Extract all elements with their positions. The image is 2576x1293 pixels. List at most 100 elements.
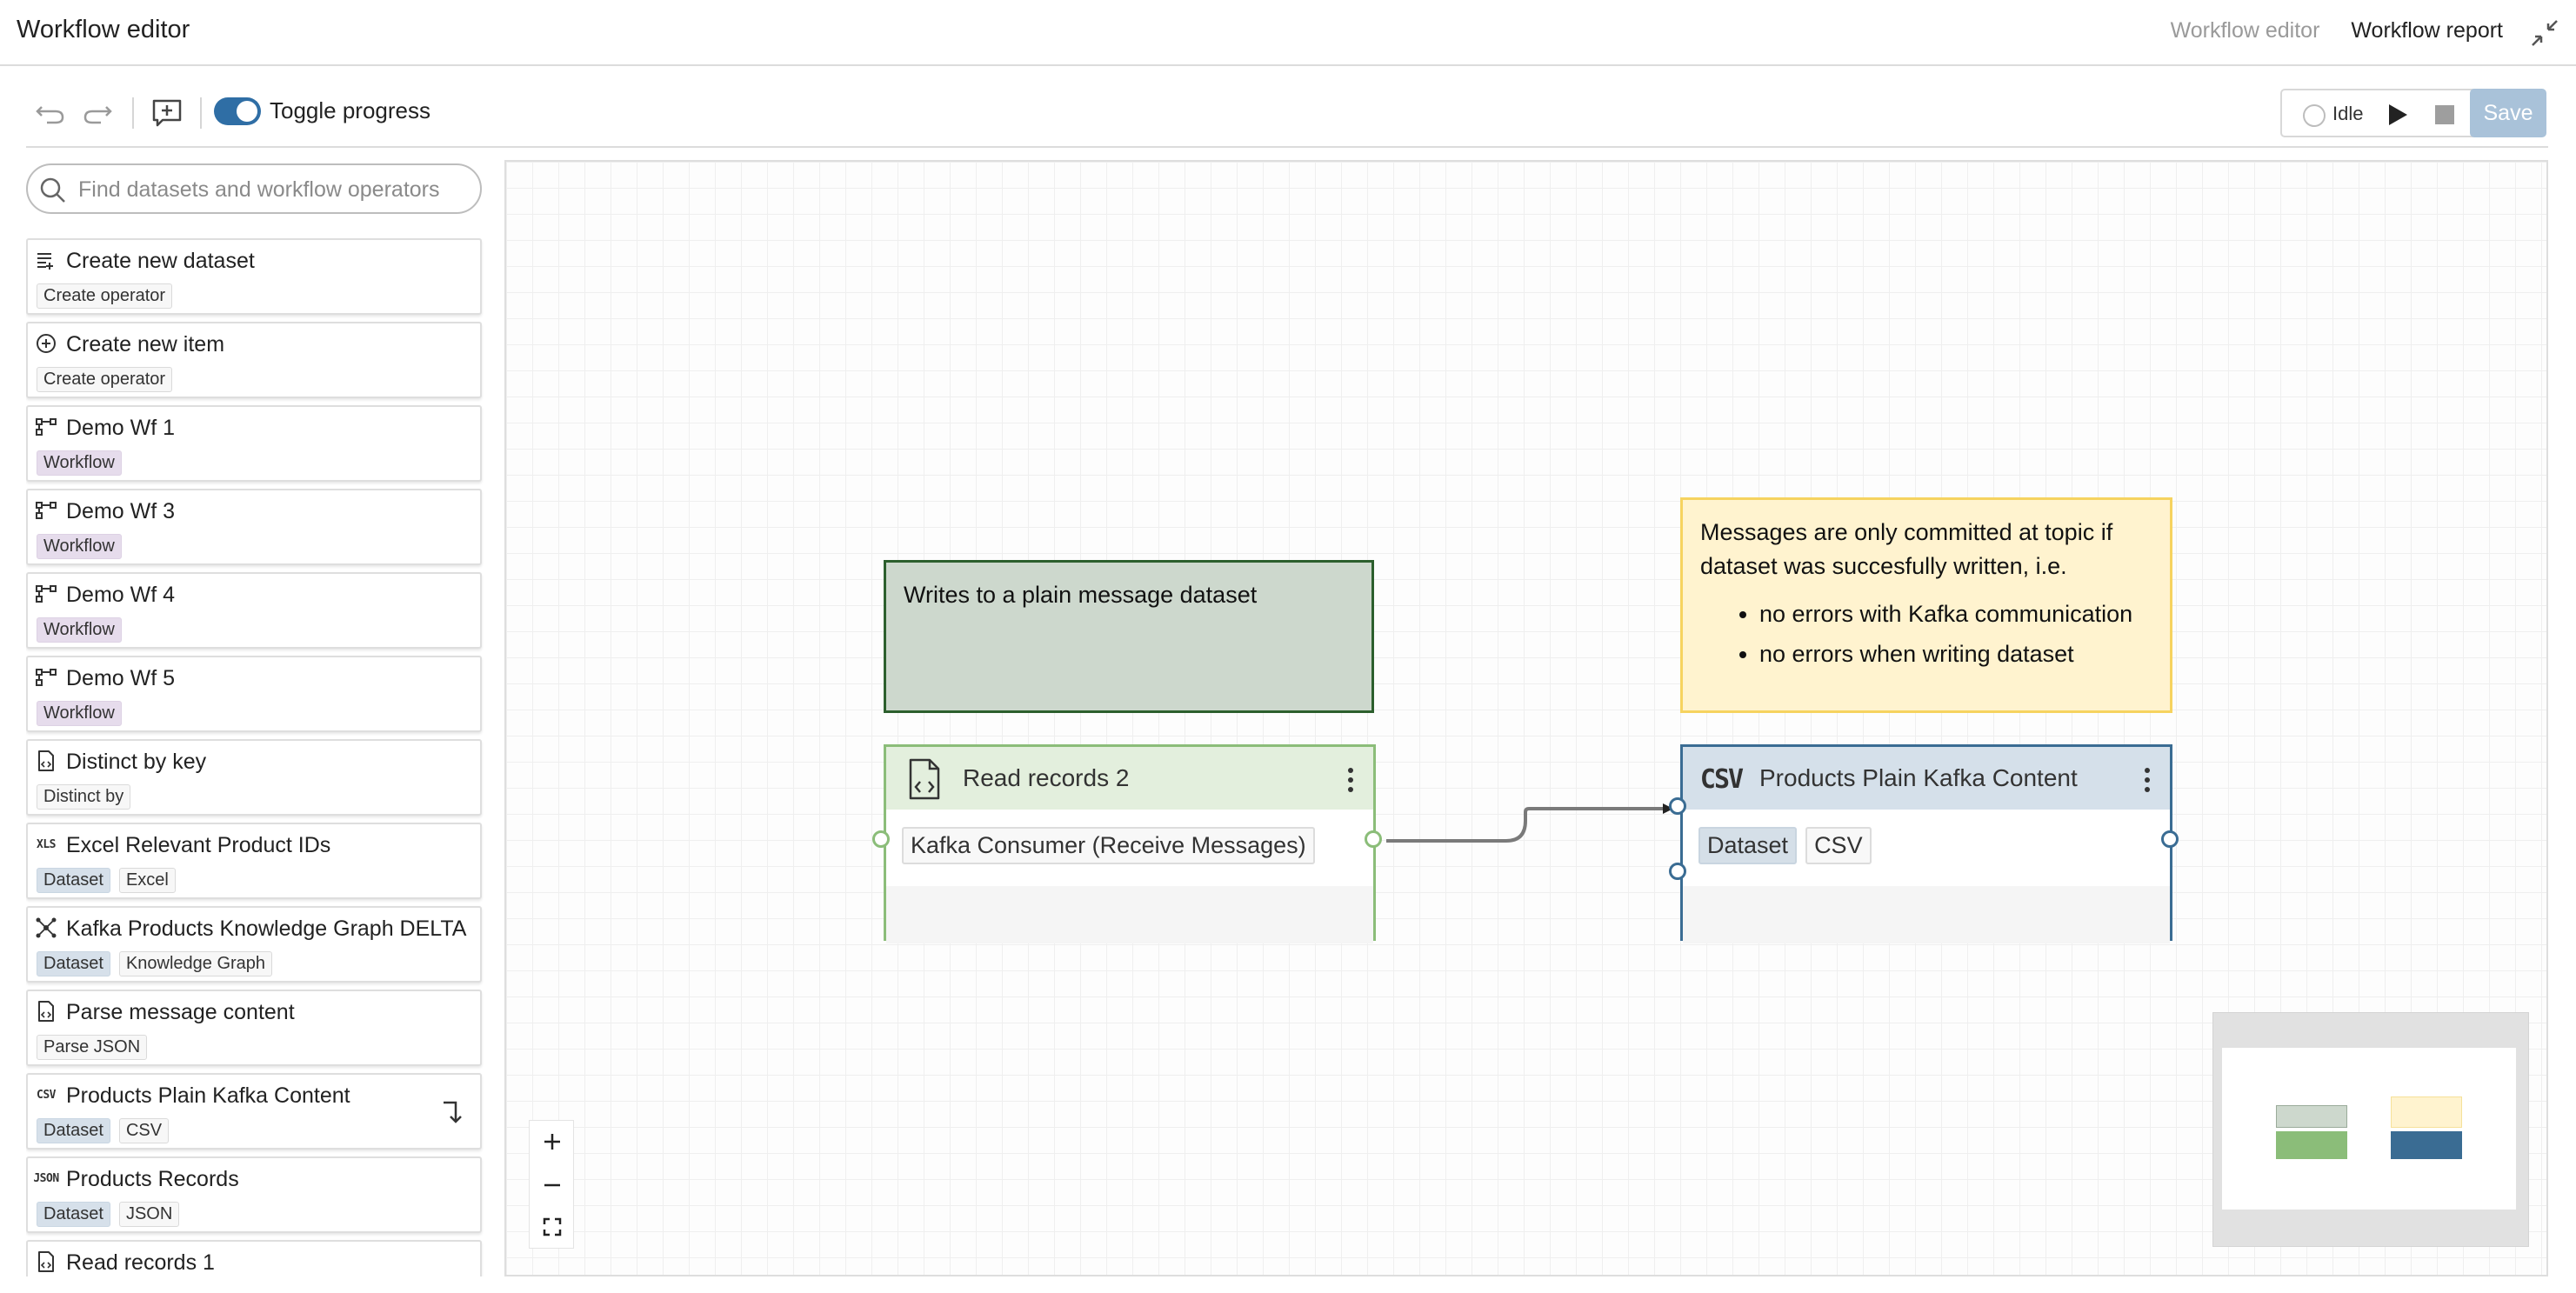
page-title: Workflow editor: [17, 16, 190, 43]
item-tag: Dataset: [37, 951, 110, 976]
undo-icon[interactable]: [31, 96, 70, 130]
redo-icon[interactable]: [78, 96, 117, 130]
minimap[interactable]: [2212, 1012, 2529, 1247]
list-item-title: Products Records: [66, 1167, 239, 1191]
workflow-canvas[interactable]: Writes to a plain message dataset Messag…: [504, 160, 2548, 1276]
file-code-icon: [35, 1250, 57, 1273]
item-tag: Parse JSON: [37, 1035, 148, 1060]
item-tag: Workflow: [37, 701, 122, 726]
fit-view-button[interactable]: [530, 1206, 575, 1248]
item-tag: Dataset: [37, 1118, 110, 1143]
list-item-tags: Workflow: [37, 701, 122, 726]
list-item-title: Distinct by key: [66, 750, 207, 774]
list-item-tags: Dataset CSV: [37, 1118, 170, 1143]
minimap-node-kafka: [2391, 1131, 2462, 1159]
nav-workflow-report[interactable]: Workflow report: [2351, 18, 2503, 43]
workflow-icon: [35, 499, 57, 522]
edge-read-to-kafka[interactable]: [1386, 803, 1673, 843]
node-footer: [1683, 886, 2170, 943]
workflow-icon: [35, 416, 57, 438]
progress-toggle[interactable]: [214, 97, 261, 125]
toggle-knob: [237, 101, 257, 122]
workflow-icon: [35, 666, 57, 689]
header-nav: Workflow editor Workflow report: [2171, 18, 2503, 43]
json-icon: JSON: [33, 1171, 59, 1185]
list-item-tags: Workflow: [37, 617, 122, 643]
node-read-records-2[interactable]: Read records 2 Kafka Consumer (Receive M…: [884, 744, 1376, 943]
list-item-title: Create new dataset: [66, 249, 255, 273]
bullet-item: no errors with Kafka communication: [1759, 594, 2152, 634]
minimap-node-read: [2276, 1131, 2347, 1159]
knowledge-graph-icon: [35, 916, 57, 939]
node-header: CSV Products Plain Kafka Content: [1683, 747, 2170, 810]
workflow-icon: [35, 583, 57, 605]
input-port[interactable]: [1669, 797, 1686, 815]
input-port[interactable]: [872, 830, 890, 848]
item-tag: Excel: [118, 868, 176, 893]
list-item-tags: Workflow: [37, 534, 122, 559]
list-item-tags: Create operator: [37, 367, 173, 392]
item-tag: Create operator: [37, 367, 173, 392]
toolbar-divider: [132, 97, 134, 129]
list-item[interactable]: Demo Wf 1 Workflow: [26, 405, 482, 482]
node-tag: CSV: [1805, 827, 1872, 864]
item-tag: Workflow: [37, 534, 122, 559]
node-title: Read records 2: [963, 764, 1130, 791]
list-item-title: Excel Relevant Product IDs: [66, 833, 331, 857]
sticky-note-yellow[interactable]: Messages are only committed at topic if …: [1680, 497, 2172, 713]
sticky-note-green[interactable]: Writes to a plain message dataset: [884, 560, 1374, 713]
bullet-item: no errors when writing dataset: [1759, 634, 2152, 674]
output-port[interactable]: [1365, 830, 1382, 848]
file-code-icon: [35, 1000, 57, 1023]
item-tag: Dataset: [37, 1202, 110, 1227]
list-item-tags: Distinct by: [37, 784, 131, 810]
search-input[interactable]: [78, 174, 470, 205]
list-item-title: Create new item: [66, 332, 225, 357]
nav-workflow-editor[interactable]: Workflow editor: [2170, 18, 2320, 43]
node-tag: Kafka Consumer (Receive Messages): [902, 827, 1315, 864]
minimap-viewport: [2222, 1048, 2516, 1210]
list-item[interactable]: Read records 1: [26, 1240, 482, 1276]
minimap-sticky-green: [2276, 1105, 2347, 1128]
node-header: Read records 2: [886, 747, 1373, 810]
zoom-in-button[interactable]: [530, 1121, 575, 1163]
list-item[interactable]: Demo Wf 3 Workflow: [26, 489, 482, 565]
save-button[interactable]: Save: [2470, 89, 2546, 137]
sticky-note-bullets: no errors with Kafka communication no er…: [1700, 594, 2152, 674]
node-products-plain-kafka-content[interactable]: CSV Products Plain Kafka Content Dataset…: [1680, 744, 2172, 943]
list-item[interactable]: Demo Wf 5 Workflow: [26, 656, 482, 732]
stop-button[interactable]: [2430, 101, 2459, 129]
list-item-title: Demo Wf 1: [66, 416, 176, 440]
item-tag: CSV: [118, 1118, 170, 1143]
insert-icon[interactable]: [440, 1099, 464, 1127]
more-vert-icon[interactable]: [2139, 766, 2156, 794]
plus-icon: [544, 1134, 560, 1150]
status-idle-icon: [2303, 104, 2326, 127]
play-button[interactable]: [2383, 101, 2412, 129]
output-port[interactable]: [2161, 830, 2179, 848]
add-note-icon[interactable]: [148, 96, 186, 130]
list-item-tags: Workflow: [37, 450, 122, 476]
more-vert-icon[interactable]: [1342, 766, 1359, 794]
node-body: Dataset CSV: [1683, 810, 2170, 886]
file-code-icon: [35, 750, 57, 772]
list-item-title: Demo Wf 3: [66, 499, 176, 523]
zoom-out-button[interactable]: [530, 1164, 575, 1206]
list-item-title: Demo Wf 5: [66, 666, 176, 690]
status-label: Idle: [2332, 103, 2364, 124]
toolbar: Toggle progress Idle Save: [26, 78, 2548, 148]
collapse-icon[interactable]: [2527, 16, 2562, 50]
config-input-port[interactable]: [1669, 863, 1686, 880]
